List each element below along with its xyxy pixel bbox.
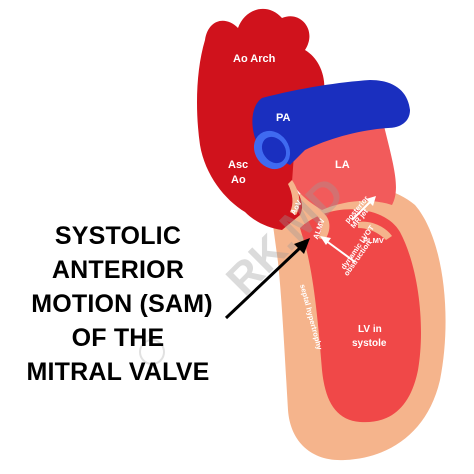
caption-line: OF THE (72, 324, 165, 352)
caption-line: MOTION (SAM) (31, 290, 213, 318)
left-ventricle-cavity (300, 209, 421, 423)
label-asc: Asc (228, 159, 248, 171)
label-plmv: PLMV (363, 236, 384, 245)
watermark-mark (139, 339, 165, 365)
septal-wall (282, 250, 340, 431)
posterior-mitral-leaflet (358, 221, 392, 240)
pulmonary-artery (252, 80, 410, 165)
label-pa: PA (276, 112, 291, 124)
label-systole: systole (352, 338, 387, 349)
label-lv-in: LV in (358, 324, 382, 335)
lvot-arrow (320, 236, 356, 263)
mr-jet-arrow (351, 196, 376, 221)
caption-line: ANTERIOR (52, 256, 184, 284)
caption: SYSTOLIC ANTERIOR MOTION (SAM) OF THE MI… (27, 222, 213, 386)
label-ao: Ao (231, 174, 246, 186)
pa-lumen (261, 136, 287, 164)
sam-pointer-arrow (224, 238, 310, 320)
aortic-valve-leaflet (288, 180, 300, 215)
label-la: LA (335, 159, 350, 171)
caption-line: MITRAL VALVE (27, 358, 210, 386)
caption-line: SYSTOLIC (55, 222, 181, 250)
anterior-mitral-leaflet (314, 210, 330, 240)
label-ao-arch: Ao Arch (233, 53, 276, 65)
